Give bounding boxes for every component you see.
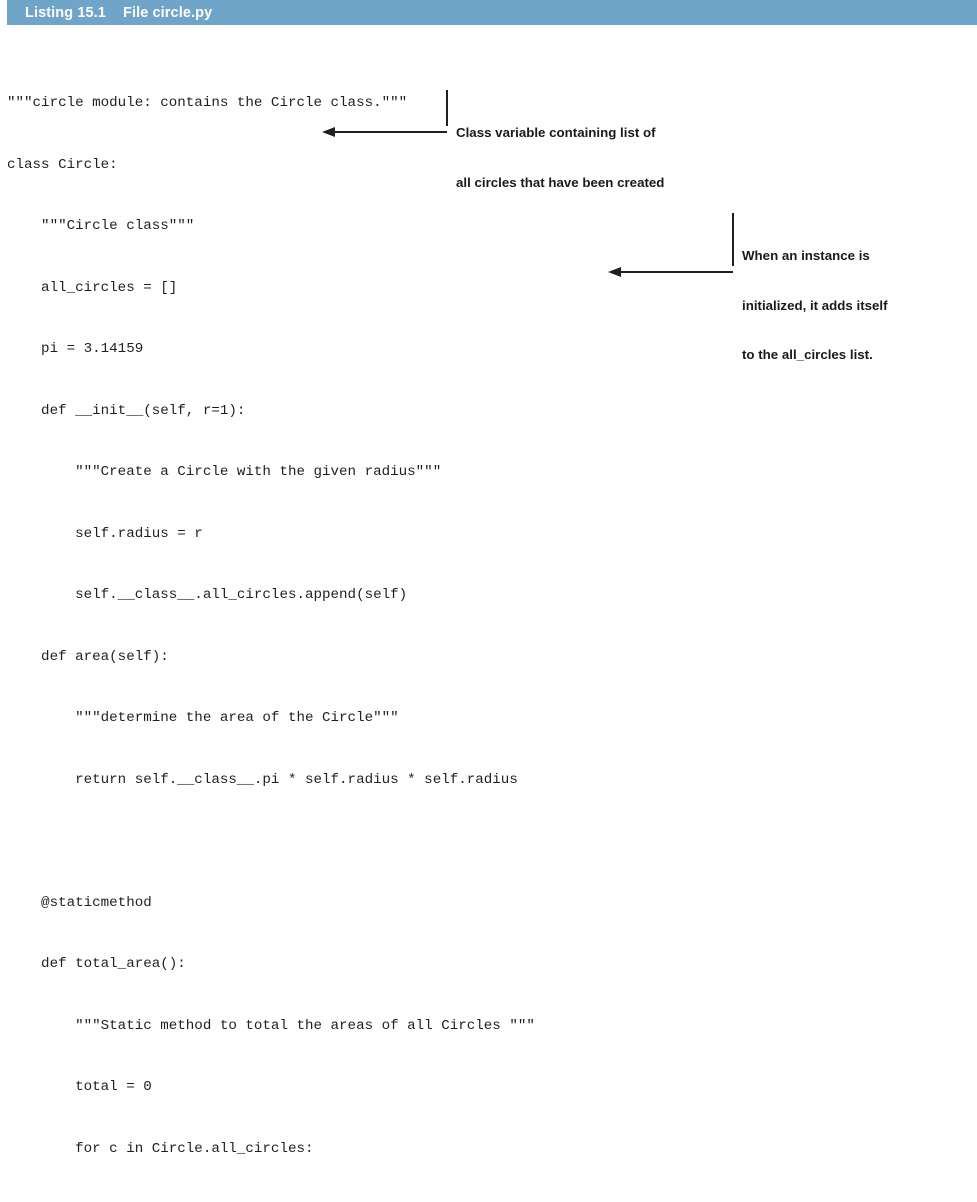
listing-number-label: Listing 15.1 [25,4,106,21]
callout-2-line: initialized, it adds itself [742,297,888,313]
callout-1-leader-bar [446,90,448,126]
code-line: """Static method to total the areas of a… [7,1017,535,1034]
callout-2-arrow-icon [608,267,621,277]
code-line: def total_area(): [7,956,186,972]
callout-2-leader-bar [732,213,734,266]
code-line: return self.__class__.pi * self.radius *… [7,771,518,788]
callout-2-leader-line [621,271,733,273]
listing-header-bar: Listing 15.1 File circle.py [7,0,977,25]
callout-1-arrow-icon [322,127,335,137]
code-line: def __init__(self, r=1): [7,402,246,419]
code-line: all_circles = [] [7,279,178,296]
code-line: total = total + c.area() [7,1200,727,1202]
code-block: """circle module: contains the Circle cl… [7,52,727,1202]
code-line: """determine the area of the Circle""" [7,710,399,726]
code-line: pi = 3.14159 [7,341,144,357]
code-line: class Circle: [7,156,118,173]
callout-1-leader-line [335,131,447,133]
callout-2-line: When an instance is [742,248,870,263]
callout-1-line: all circles that have been created [456,174,665,190]
code-line: self.radius = r [7,525,203,542]
callout-1-text: Class variable containing list of all ci… [456,92,664,208]
code-line: """Create a Circle with the given radius… [7,464,442,480]
code-line: @staticmethod [7,894,152,911]
callout-2-line: to the all_circles list. [742,347,873,362]
code-line: for c in Circle.all_circles: [7,1140,314,1157]
listing-title-label: File circle.py [122,4,213,21]
code-line [7,831,727,852]
code-line: """circle module: contains the Circle cl… [7,95,408,111]
code-line: def area(self): [7,648,169,665]
callout-1-line: Class variable containing list of [456,125,656,140]
code-line: self.__class__.all_circles.append(self) [7,587,408,603]
code-line: total = 0 [7,1079,152,1095]
code-line: """Circle class""" [7,218,195,234]
callout-2-text: When an instance is initialized, it adds… [742,215,888,380]
